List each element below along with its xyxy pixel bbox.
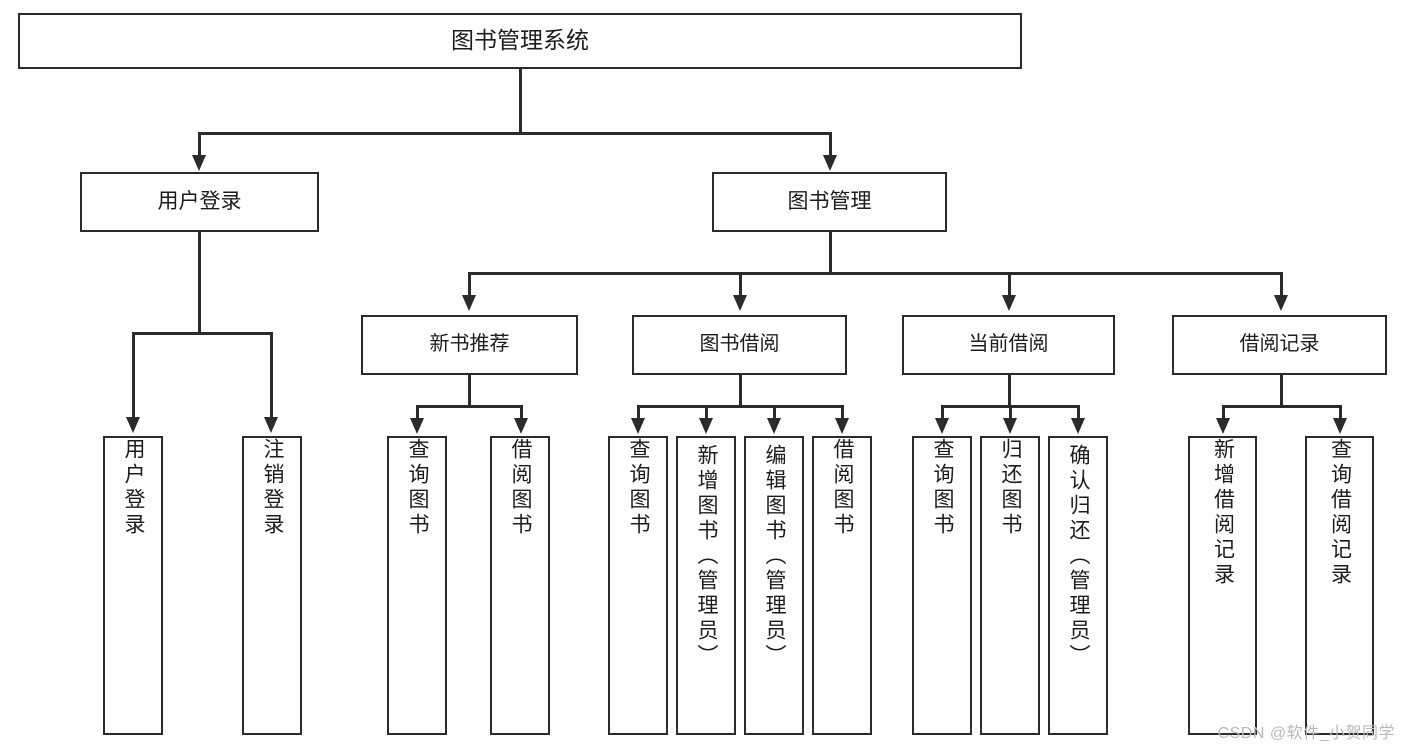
arrowhead-query-book-a xyxy=(410,418,424,434)
node-borrow-records[interactable]: 借阅记录 xyxy=(1172,315,1387,375)
node-label: 借阅记录 xyxy=(1239,333,1320,356)
connector-bb-to-leaf-2 xyxy=(705,405,708,420)
connector-bb-bus xyxy=(637,405,842,408)
arrowhead-leaf-user-login xyxy=(126,417,140,433)
leaf-confirm-return-admin[interactable]: 确认归还（管理员） xyxy=(1048,436,1108,735)
leaf-query-book-current[interactable]: 查询图书 xyxy=(912,436,972,735)
leaf-label: 查询借阅记录 xyxy=(1328,438,1352,588)
connector-book-mgmt-stem xyxy=(829,232,832,274)
connector-user-login-to-leaf-2 xyxy=(270,332,273,419)
connector-br-to-leaf-1 xyxy=(1222,405,1225,420)
leaf-user-login[interactable]: 用户登录 xyxy=(103,436,163,735)
leaf-label: 借阅图书 xyxy=(509,438,533,538)
connector-nbr-to-leaf-2 xyxy=(520,405,523,420)
node-user-login[interactable]: 用户登录 xyxy=(80,172,319,232)
leaf-label: 新增借阅记录 xyxy=(1211,438,1235,588)
node-root-book-management-system[interactable]: 图书管理系统 xyxy=(18,13,1022,69)
connector-cb-to-leaf-1 xyxy=(941,405,944,420)
connector-bm-to-new-book xyxy=(468,272,471,297)
node-new-book-recommend[interactable]: 新书推荐 xyxy=(361,315,578,375)
connector-br-bus xyxy=(1222,405,1339,408)
arrowhead-user-login xyxy=(192,155,206,171)
leaf-label: 注销登录 xyxy=(261,438,285,538)
leaf-add-book-admin[interactable]: 新增图书（管理员） xyxy=(676,436,736,735)
leaf-logout[interactable]: 注销登录 xyxy=(242,436,302,735)
connector-bm-to-records xyxy=(1280,272,1283,297)
arrowhead-book-borrow xyxy=(733,295,747,311)
csdn-watermark: CSDN @软件_小贺同学 xyxy=(1217,725,1395,742)
node-label: 图书借阅 xyxy=(699,333,780,356)
leaf-return-book[interactable]: 归还图书 xyxy=(980,436,1040,735)
connector-book-mgmt-bus xyxy=(468,272,1280,275)
connector-nbr-bus xyxy=(416,405,520,408)
connector-user-login-bus xyxy=(132,332,272,335)
connector-bb-to-leaf-3 xyxy=(773,405,776,420)
leaf-query-book-recommend[interactable]: 查询图书 xyxy=(387,436,447,735)
node-book-borrow[interactable]: 图书借阅 xyxy=(632,315,847,375)
connector-nbr-to-leaf-1 xyxy=(416,405,419,420)
arrowhead-borrow-records xyxy=(1274,295,1288,311)
connector-bb-to-leaf-4 xyxy=(841,405,844,420)
arrowhead-leaf-logout xyxy=(264,417,278,433)
leaf-label: 查询图书 xyxy=(931,438,955,538)
connector-br-stem xyxy=(1280,375,1283,407)
leaf-label: 查询图书 xyxy=(406,438,430,538)
connector-root-stem xyxy=(519,69,522,134)
leaf-query-book-borrow[interactable]: 查询图书 xyxy=(608,436,668,735)
node-book-management[interactable]: 图书管理 xyxy=(712,172,947,232)
leaf-label: 编辑图书（管理员） xyxy=(763,444,787,669)
connector-nbr-stem xyxy=(468,375,471,407)
connector-bm-to-current xyxy=(1008,272,1011,297)
leaf-label: 借阅图书 xyxy=(831,438,855,538)
arrowhead-add-record xyxy=(1216,418,1230,434)
leaf-label: 查询图书 xyxy=(627,438,651,538)
node-label: 新书推荐 xyxy=(429,333,510,356)
arrowhead-borrow-book-a xyxy=(514,418,528,434)
connector-root-to-book-mgmt xyxy=(829,132,832,157)
leaf-query-borrow-record[interactable]: 查询借阅记录 xyxy=(1305,436,1374,735)
connector-br-to-leaf-2 xyxy=(1339,405,1342,420)
node-label: 当前借阅 xyxy=(968,333,1049,356)
arrowhead-book-mgmt xyxy=(823,155,837,171)
node-label: 用户登录 xyxy=(157,189,242,213)
node-label: 图书管理 xyxy=(787,189,872,213)
arrowhead-query-book-c xyxy=(935,418,949,434)
connector-root-to-user-login xyxy=(198,132,201,157)
arrowhead-return-book xyxy=(1003,418,1017,434)
connector-cb-to-leaf-3 xyxy=(1077,405,1080,420)
connector-bm-to-borrow xyxy=(739,272,742,297)
leaf-add-borrow-record[interactable]: 新增借阅记录 xyxy=(1188,436,1257,735)
arrowhead-current-borrow xyxy=(1002,295,1016,311)
leaf-borrow-book[interactable]: 借阅图书 xyxy=(812,436,872,735)
leaf-edit-book-admin[interactable]: 编辑图书（管理员） xyxy=(744,436,804,735)
connector-cb-to-leaf-2 xyxy=(1009,405,1012,420)
arrowhead-edit-book xyxy=(767,418,781,434)
node-current-borrow[interactable]: 当前借阅 xyxy=(902,315,1115,375)
connector-cb-stem xyxy=(1008,375,1011,407)
leaf-label: 归还图书 xyxy=(999,438,1023,538)
connector-bb-stem xyxy=(739,375,742,407)
leaf-label: 确认归还（管理员） xyxy=(1067,444,1091,669)
arrowhead-query-book-b xyxy=(631,418,645,434)
leaf-borrow-book-recommend[interactable]: 借阅图书 xyxy=(490,436,550,735)
connector-root-bus xyxy=(198,132,831,135)
connector-bb-to-leaf-1 xyxy=(637,405,640,420)
leaf-label: 用户登录 xyxy=(122,438,146,538)
connector-user-login-stem xyxy=(198,232,201,334)
arrowhead-new-book-rec xyxy=(462,295,476,311)
arrowhead-confirm-return xyxy=(1071,418,1085,434)
connector-user-login-to-leaf-1 xyxy=(132,332,135,419)
arrowhead-add-book xyxy=(699,418,713,434)
arrowhead-query-record xyxy=(1333,418,1347,434)
arrowhead-borrow-book-b xyxy=(835,418,849,434)
node-label: 图书管理系统 xyxy=(451,27,589,54)
leaf-label: 新增图书（管理员） xyxy=(695,444,719,669)
